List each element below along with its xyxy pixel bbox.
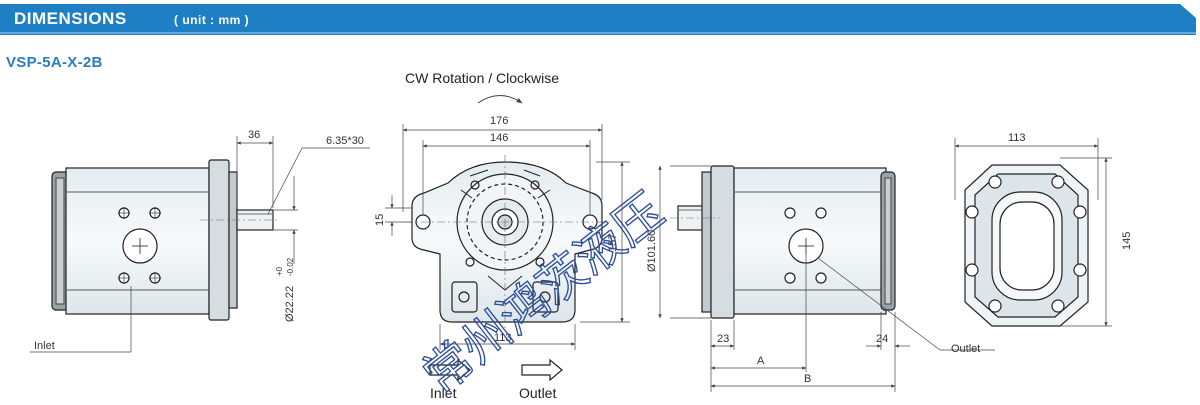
tol-lower: -0.02: [286, 257, 295, 276]
dim-b: B: [804, 373, 811, 385]
dim-height: 157: [607, 234, 619, 252]
side-view: [51, 159, 280, 321]
dim-body-width: 113: [494, 332, 512, 344]
front-view-dimensions: [385, 95, 630, 350]
dim-shaft-length: 36: [248, 129, 260, 141]
unit-label: ( unit : mm ): [174, 13, 250, 27]
section-header: DIMENSIONS ( unit : mm ): [0, 4, 1196, 35]
outlet-arrow-icon: [521, 358, 563, 382]
dim-shaft-diameter: Ø22.22: [284, 286, 296, 322]
rear-view-dimensions: [658, 165, 995, 392]
dim-overall-width: 176: [490, 115, 508, 127]
dim-pilot-diameter: Ø101.60: [646, 230, 658, 272]
legend-outlet: Outlet: [519, 385, 556, 401]
inlet-arrow-icon: [429, 358, 471, 382]
dim-key-size: 6.35*30: [326, 135, 364, 147]
dim-bolt-spacing: 146: [490, 132, 508, 144]
header-bar: [0, 4, 1196, 35]
front-view: [405, 155, 610, 330]
dim-offset: 15: [374, 214, 386, 226]
dim-flange-thickness: 23: [717, 333, 729, 345]
rotation-label: CW Rotation / Clockwise: [405, 70, 559, 86]
dim-rear-width: 24: [876, 333, 888, 345]
dim-end-height: 145: [1121, 232, 1133, 250]
label-outlet-port: Outlet: [951, 343, 980, 355]
label-inlet-port: Inlet: [34, 340, 55, 352]
dim-end-width: 113: [1008, 132, 1026, 144]
end-view-dimensions: [954, 138, 1112, 327]
section-title: DIMENSIONS: [14, 9, 127, 28]
side-view-dimensions: [30, 136, 370, 353]
dim-a: A: [757, 355, 765, 367]
legend-inlet: Inlet: [430, 385, 457, 401]
tol-upper: +0: [275, 266, 284, 276]
model-number: VSP-5A-X-2B: [6, 54, 103, 71]
rear-view: [670, 165, 896, 319]
end-view: [964, 164, 1089, 327]
